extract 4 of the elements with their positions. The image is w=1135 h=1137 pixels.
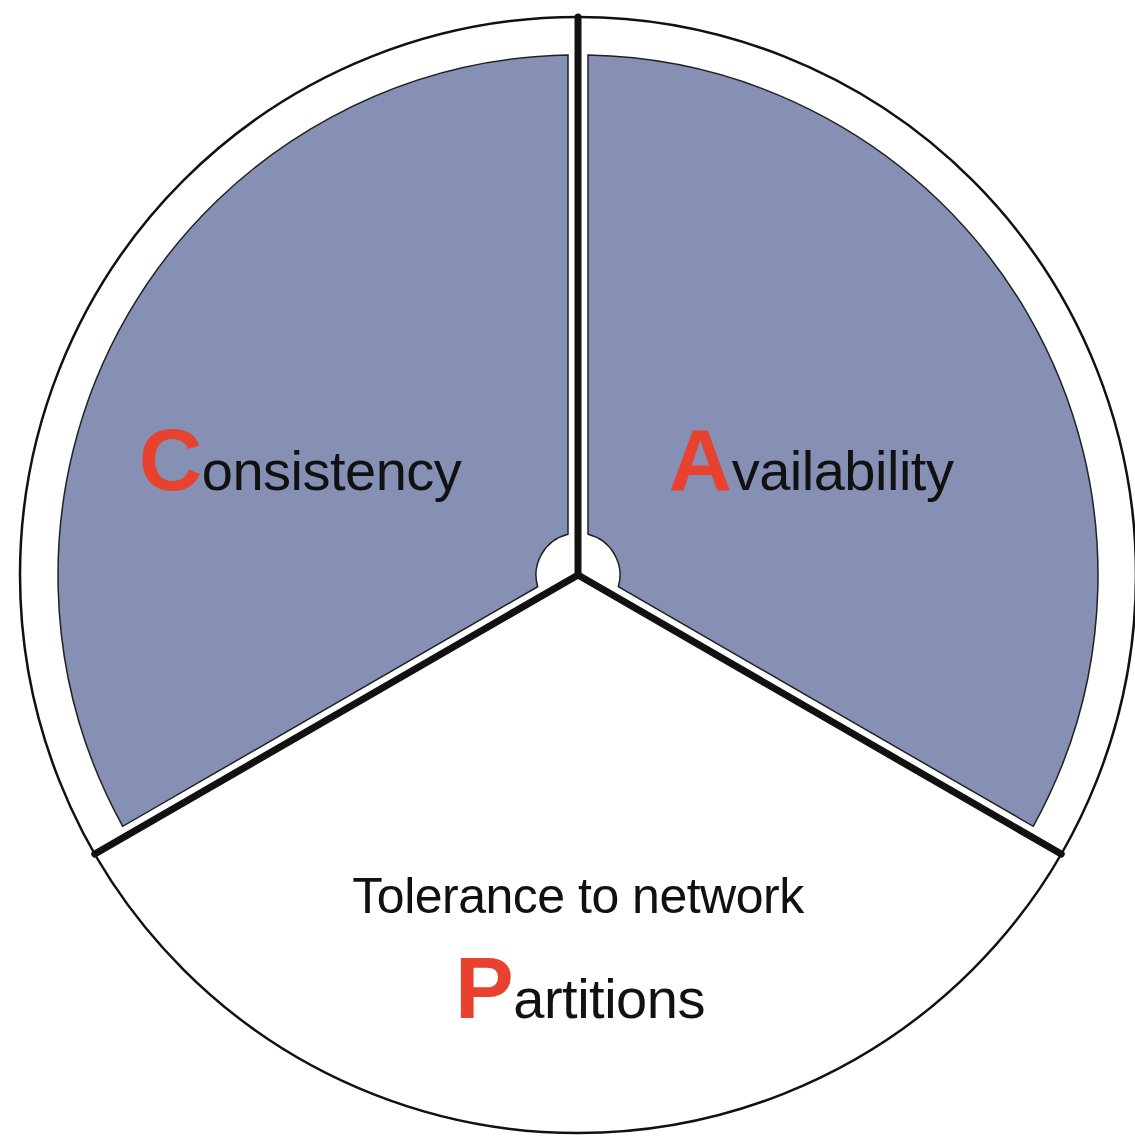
- sector-heading: Tolerance to network: [352, 868, 804, 924]
- sector-label: Partitions: [455, 939, 705, 1037]
- sector-label: Consistency: [138, 411, 462, 509]
- sector-label: Availability: [668, 411, 954, 509]
